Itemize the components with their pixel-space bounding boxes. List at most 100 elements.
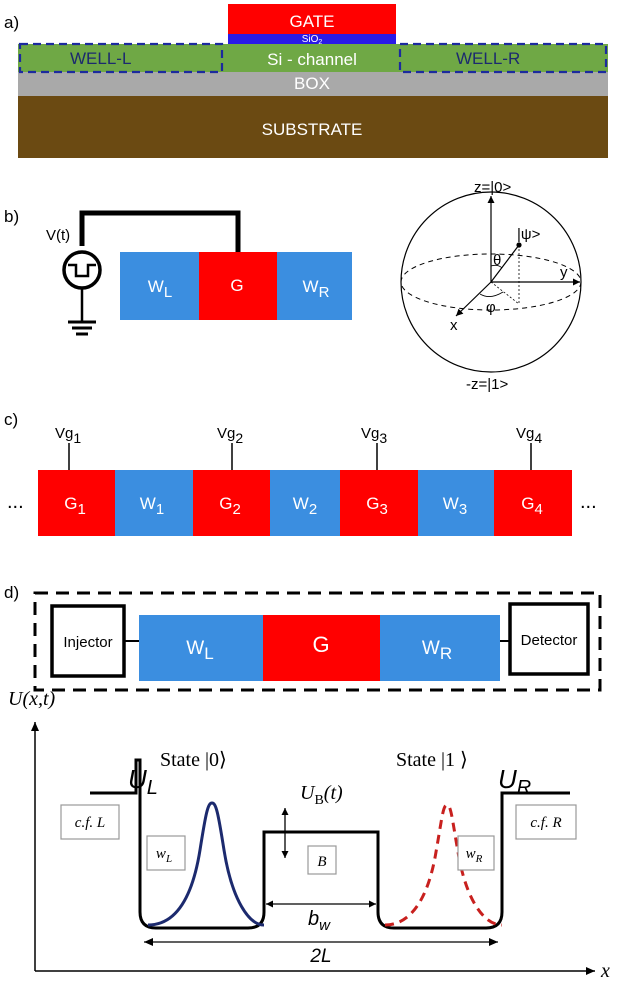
gate-channel bbox=[263, 615, 380, 681]
box-layer bbox=[18, 72, 608, 96]
well-left-block-label: WL bbox=[148, 277, 172, 301]
panel-a-label: a) bbox=[4, 13, 19, 32]
well-left-block bbox=[120, 252, 199, 320]
injector-box bbox=[50, 604, 126, 678]
phi-label: φ bbox=[486, 299, 496, 316]
gate-channel-label: G bbox=[312, 632, 329, 657]
state-vector bbox=[490, 244, 520, 283]
psi-label: |ψ> bbox=[517, 226, 541, 243]
potential-profile bbox=[90, 758, 570, 930]
gate-4-label: G4 bbox=[521, 494, 543, 518]
x-axis-label: x bbox=[450, 317, 458, 334]
panel-c-label: c) bbox=[4, 410, 18, 429]
y-axis-label: y bbox=[560, 264, 568, 281]
state-1-label: State |1 ⟩ bbox=[396, 749, 468, 771]
device-boundary bbox=[33, 591, 602, 692]
bloch-bottom-label: -z=|1> bbox=[466, 376, 508, 393]
vg-4-label: Vg4 bbox=[516, 425, 542, 446]
panel-c: c) Vg1 Vg2 Vg3 Vg4 G1 W1 G2 W2 G3 W3 G4 … bbox=[4, 410, 597, 536]
bloch-sphere: z=|0> -z=|1> |ψ> θ φ x y bbox=[400, 179, 582, 393]
vg-1-label: Vg1 bbox=[55, 425, 81, 446]
w-right-box bbox=[457, 835, 495, 871]
y-axis-label: U(x,t) bbox=[8, 688, 56, 710]
gate-1-label: G1 bbox=[64, 494, 86, 518]
gate-wire bbox=[79, 210, 241, 252]
cf-right-label: c.f. R bbox=[530, 815, 561, 831]
w-left-box bbox=[146, 835, 186, 871]
well-right-label: WELL-R bbox=[456, 49, 520, 68]
span-label: 2L bbox=[309, 946, 331, 967]
w-right-label: wR bbox=[466, 846, 483, 865]
panel-a: a) GATE SiO2 WELL-L Si - channel WELL-R … bbox=[4, 4, 608, 158]
u-right-label: UR bbox=[498, 764, 531, 799]
gate-2-block bbox=[193, 470, 270, 536]
well-3-block bbox=[418, 470, 494, 536]
u-left-label: UL bbox=[128, 764, 158, 799]
gate-2-label: G2 bbox=[219, 494, 241, 518]
well-right-block bbox=[277, 252, 352, 320]
gate-block-label: G bbox=[230, 276, 243, 295]
cf-right-box bbox=[515, 804, 577, 840]
left-ellipsis: ... bbox=[7, 491, 24, 513]
vg-2-label: Vg2 bbox=[217, 425, 243, 446]
injector-label: Injector bbox=[63, 634, 112, 651]
oxide-layer bbox=[228, 34, 396, 44]
panel-b: b) V(t) WL G WR z=|0> bbox=[4, 179, 582, 393]
gate-1-block bbox=[38, 470, 115, 536]
ground-icon bbox=[68, 320, 96, 336]
detector-box bbox=[508, 602, 590, 676]
panel-d: d) Injector Detector WL G WR bbox=[4, 583, 602, 692]
gate-3-block bbox=[340, 470, 418, 536]
gate-3-label: G3 bbox=[366, 494, 388, 518]
gate-electrode bbox=[228, 4, 396, 34]
well-right-block-label: WR bbox=[303, 277, 330, 301]
gate-4-block bbox=[494, 470, 572, 536]
well-right-channel-label: WR bbox=[422, 638, 452, 663]
vg-3-label: Vg3 bbox=[361, 425, 387, 446]
voltage-source-label: V(t) bbox=[46, 227, 70, 244]
well-2-label: W2 bbox=[293, 494, 317, 518]
cf-left-box bbox=[60, 804, 120, 840]
wavefunction-left bbox=[147, 801, 265, 927]
bw-label: bw bbox=[308, 908, 331, 934]
oxide-label: SiO2 bbox=[302, 34, 323, 46]
panel-d-label: d) bbox=[4, 583, 19, 602]
bloch-top-label: z=|0> bbox=[474, 179, 511, 196]
well-right-channel bbox=[380, 615, 500, 681]
w-left-label: wL bbox=[156, 846, 172, 865]
detector-label: Detector bbox=[521, 632, 578, 649]
well-2-block bbox=[270, 470, 340, 536]
substrate-label: SUBSTRATE bbox=[262, 120, 363, 139]
well-1-block bbox=[115, 470, 193, 536]
well-left-outline bbox=[18, 42, 224, 74]
silicon-channel-layer bbox=[18, 44, 608, 72]
phi-arc bbox=[479, 291, 504, 297]
barrier-box bbox=[307, 845, 337, 875]
voltage-source-icon bbox=[62, 250, 102, 290]
gate-block bbox=[199, 252, 277, 320]
ub-label: UB(t) bbox=[300, 782, 343, 808]
x-axis-label: x bbox=[600, 960, 610, 981]
well-1-label: W1 bbox=[140, 494, 164, 518]
well-left-channel-label: WL bbox=[186, 638, 213, 663]
channel-label: Si - channel bbox=[267, 50, 357, 69]
x-axis-arrow bbox=[455, 281, 492, 317]
wavefunction-right bbox=[384, 803, 503, 927]
substrate-layer bbox=[18, 96, 608, 158]
right-ellipsis: ... bbox=[580, 491, 597, 513]
well-left-channel bbox=[139, 615, 263, 681]
pulse-waveform-icon bbox=[68, 263, 96, 278]
well-3-label: W3 bbox=[443, 494, 467, 518]
cf-left-label: c.f. L bbox=[75, 815, 105, 831]
projection-base bbox=[490, 281, 520, 305]
panel-b-label: b) bbox=[4, 207, 19, 226]
theta-label: θ bbox=[493, 252, 501, 269]
theta-arc bbox=[490, 264, 503, 269]
state-0-label: State |0⟩ bbox=[160, 749, 227, 771]
box-label: BOX bbox=[294, 74, 330, 93]
potential-diagram: U(x,t) x State |0⟩ State |1 ⟩ UL UR UB(t… bbox=[8, 688, 610, 981]
barrier-label: B bbox=[317, 854, 326, 870]
gate-label: GATE bbox=[289, 12, 334, 31]
well-left-label: WELL-L bbox=[70, 49, 131, 68]
